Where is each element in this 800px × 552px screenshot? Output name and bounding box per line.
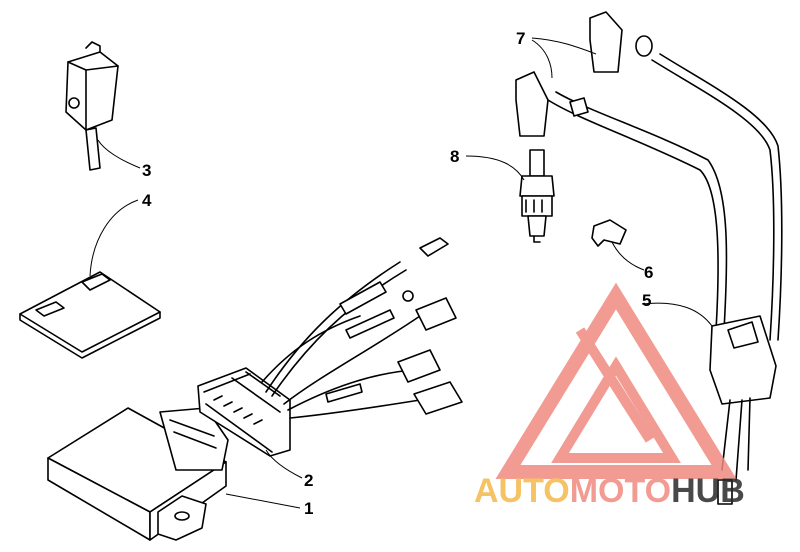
callout-7: 7 xyxy=(516,29,525,48)
part-3-regulator xyxy=(65,41,119,171)
callout-3: 3 xyxy=(142,161,151,180)
callout-1: 1 xyxy=(304,499,313,518)
leader-lines xyxy=(89,37,713,509)
part-2-wiring-harness xyxy=(197,237,463,457)
callout-2: 2 xyxy=(304,471,313,490)
callout-5: 5 xyxy=(642,291,651,310)
part-4-pad xyxy=(19,271,161,359)
part-1-cdi-box xyxy=(47,407,229,541)
watermark: AUTOMOTOHUB xyxy=(474,282,745,510)
watermark-auto: AUTO xyxy=(474,472,570,510)
part-8-spark-plug xyxy=(519,149,555,243)
callout-8: 8 xyxy=(450,147,459,166)
watermark-logo xyxy=(495,282,737,479)
part-6-clip xyxy=(591,219,627,247)
callout-4: 4 xyxy=(142,191,152,210)
part-5-ignition-coil xyxy=(709,315,777,505)
callout-6: 6 xyxy=(644,263,653,282)
watermark-moto: MOTO xyxy=(570,472,671,510)
watermark-text: AUTOMOTOHUB xyxy=(474,472,745,510)
watermark-hub: HUB xyxy=(671,472,745,510)
callout-numbers: 1 2 3 4 5 6 7 8 xyxy=(142,29,653,518)
part-7-plug-caps xyxy=(515,11,783,341)
